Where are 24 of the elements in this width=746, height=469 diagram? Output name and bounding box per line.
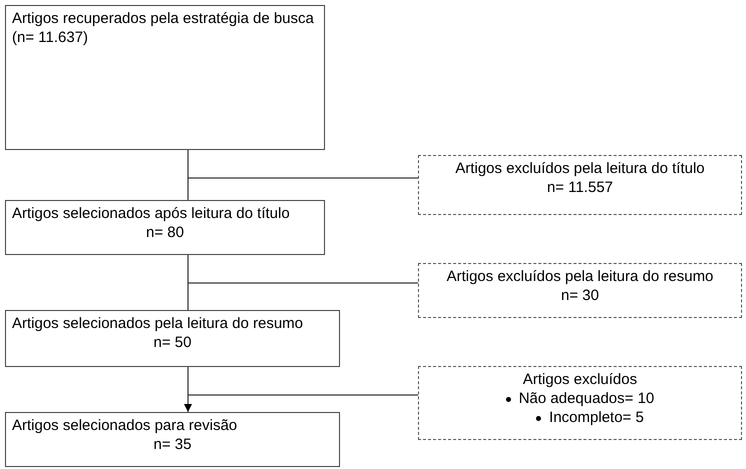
bullet-item: Incompleto= 5 — [425, 408, 735, 427]
exclusion-box — [418, 263, 742, 318]
box-title: Artigos excluídos pela leitura do título — [454, 159, 706, 178]
count-text: n= 50 — [152, 333, 192, 352]
box-title: Artigos selecionados após leitura do título — [12, 204, 291, 223]
connector-line — [188, 150, 418, 178]
box-title: Artigos excluídos — [522, 370, 638, 389]
process-box — [5, 310, 340, 367]
bullet-item: Não adequados= 10 — [425, 389, 735, 408]
process-box — [5, 412, 340, 467]
exclusion-box — [418, 366, 742, 440]
box-title: Artigos selecionados para revisão — [12, 416, 238, 435]
box-title: Artigos recuperados pela estratégia de busca (n= 11.637) — [12, 9, 315, 47]
connector-line — [188, 366, 418, 396]
count-text: n= 11.557 — [546, 178, 614, 197]
process-box — [5, 5, 325, 150]
count-text: n= 30 — [560, 286, 600, 305]
box-title: Artigos selecionados pela leitura do resumo — [12, 314, 304, 333]
exclusion-box — [418, 155, 742, 215]
connector-line — [188, 254, 418, 284]
box-title: Artigos excluídos pela leitura do resumo — [446, 267, 714, 286]
count-text: n= 35 — [152, 435, 192, 454]
process-box — [5, 200, 325, 255]
count-text: n= 80 — [145, 223, 185, 242]
